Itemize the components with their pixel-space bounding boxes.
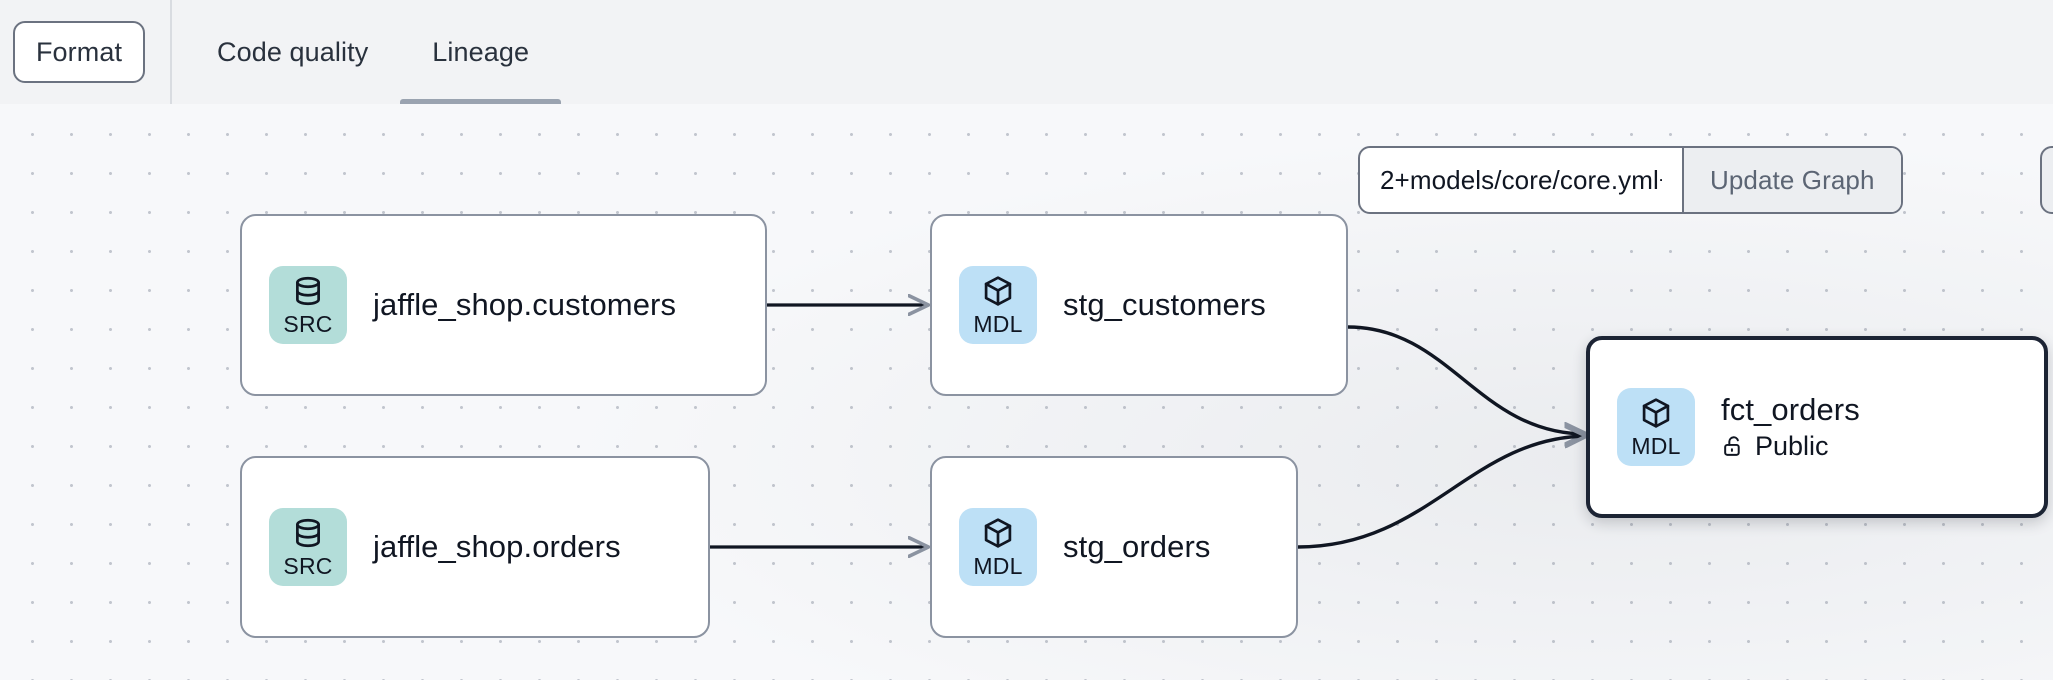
update-graph-button[interactable]: Update Graph	[1684, 148, 1901, 212]
cube-icon	[1642, 398, 1670, 428]
node-body: jaffle_shop.customers	[373, 287, 676, 324]
node-body: fct_orders Public	[1721, 392, 1860, 462]
toolbar-divider	[170, 0, 172, 104]
node-title: jaffle_shop.customers	[373, 286, 677, 322]
lineage-node-jaffle-shop-orders[interactable]: SRC jaffle_shop.orders	[240, 456, 710, 638]
lineage-node-stg-customers[interactable]: MDL stg_customers	[930, 214, 1348, 396]
graph-selector-input[interactable]	[1360, 148, 1682, 212]
node-visibility: Public	[1721, 431, 1860, 462]
overflow-toolbar-button[interactable]	[2040, 146, 2053, 214]
node-badge-label: MDL	[973, 311, 1023, 337]
tab-bar: Code quality Lineage	[185, 0, 561, 104]
node-badge-mdl: MDL	[959, 508, 1037, 586]
lineage-node-fct-orders[interactable]: MDL fct_orders Public	[1586, 336, 2048, 518]
node-badge-mdl: MDL	[1617, 388, 1695, 466]
node-title: stg_customers	[1063, 286, 1266, 322]
cube-icon	[984, 518, 1012, 548]
graph-selector-control: Update Graph	[1358, 146, 1903, 214]
lineage-node-jaffle-shop-customers[interactable]: SRC jaffle_shop.customers	[240, 214, 767, 396]
tab-lineage-label: Lineage	[432, 36, 530, 67]
control-separator	[1682, 148, 1684, 212]
node-badge-label: MDL	[1631, 433, 1681, 459]
node-badge-label: SRC	[283, 311, 333, 337]
database-icon	[296, 276, 320, 306]
node-title: stg_orders	[1063, 528, 1211, 564]
edge-stg-orders-to-fct-orders	[1297, 436, 1586, 549]
node-badge-label: MDL	[973, 553, 1023, 579]
node-visibility-label: Public	[1755, 430, 1829, 461]
node-body: jaffle_shop.orders	[373, 529, 621, 566]
node-title: jaffle_shop.orders	[373, 528, 621, 564]
format-button[interactable]: Format	[13, 21, 145, 83]
node-body: stg_orders	[1063, 529, 1210, 566]
lineage-node-stg-orders[interactable]: MDL stg_orders	[930, 456, 1298, 638]
node-badge-label: SRC	[283, 553, 333, 579]
node-title: fct_orders	[1721, 392, 1860, 428]
node-badge-src: SRC	[269, 266, 347, 344]
node-body: stg_customers	[1063, 287, 1266, 324]
unlock-icon	[1724, 436, 1740, 456]
cube-icon	[984, 276, 1012, 306]
tab-lineage[interactable]: Lineage	[400, 0, 561, 104]
node-badge-src: SRC	[269, 508, 347, 586]
tab-code-quality-label: Code quality	[217, 36, 369, 67]
database-icon	[296, 518, 320, 548]
tab-code-quality[interactable]: Code quality	[185, 0, 400, 104]
toolbar: Format Code quality Lineage	[0, 0, 2053, 104]
lineage-canvas[interactable]: SRC jaffle_shop.customers MDL stg_custom…	[0, 104, 2053, 680]
node-badge-mdl: MDL	[959, 266, 1037, 344]
edge-stg-customers-to-fct-orders	[1347, 325, 1586, 434]
